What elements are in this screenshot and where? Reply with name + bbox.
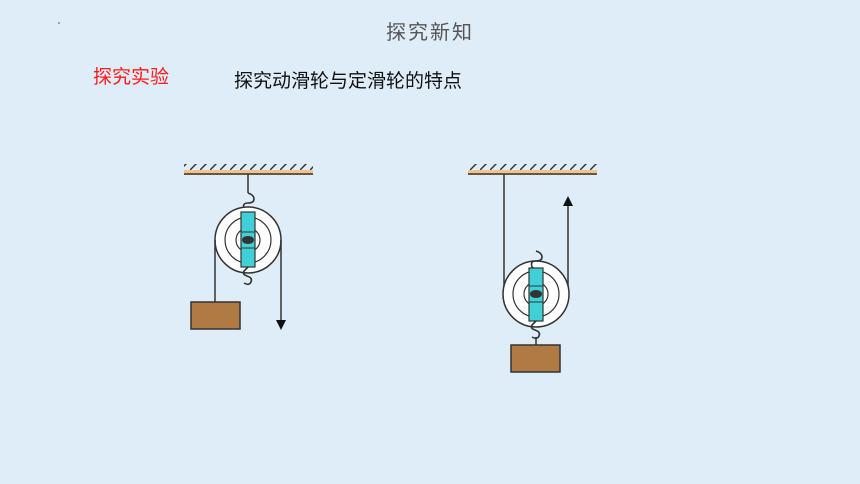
weight-block-right: [510, 344, 561, 373]
page-title: 探究新知: [386, 20, 474, 44]
spring-scale-right: [528, 267, 544, 322]
ceiling-right: [468, 164, 597, 175]
fixed-pulley-figure: [184, 164, 313, 330]
spring-scale-left: [240, 211, 256, 268]
hook-icon: [242, 192, 255, 213]
experiment-title: 探究动滑轮与定滑轮的特点: [234, 70, 463, 92]
hook-icon: [530, 250, 543, 271]
weight-block-left: [190, 301, 241, 330]
decor-dot: [58, 22, 60, 24]
movable-pulley-figure: [468, 164, 597, 373]
hook-icon: [242, 266, 253, 286]
ceiling-left: [184, 164, 313, 175]
section-tag: 探究实验: [93, 66, 170, 88]
arrow-up-icon: [563, 196, 573, 206]
arrow-down-icon: [276, 320, 286, 330]
